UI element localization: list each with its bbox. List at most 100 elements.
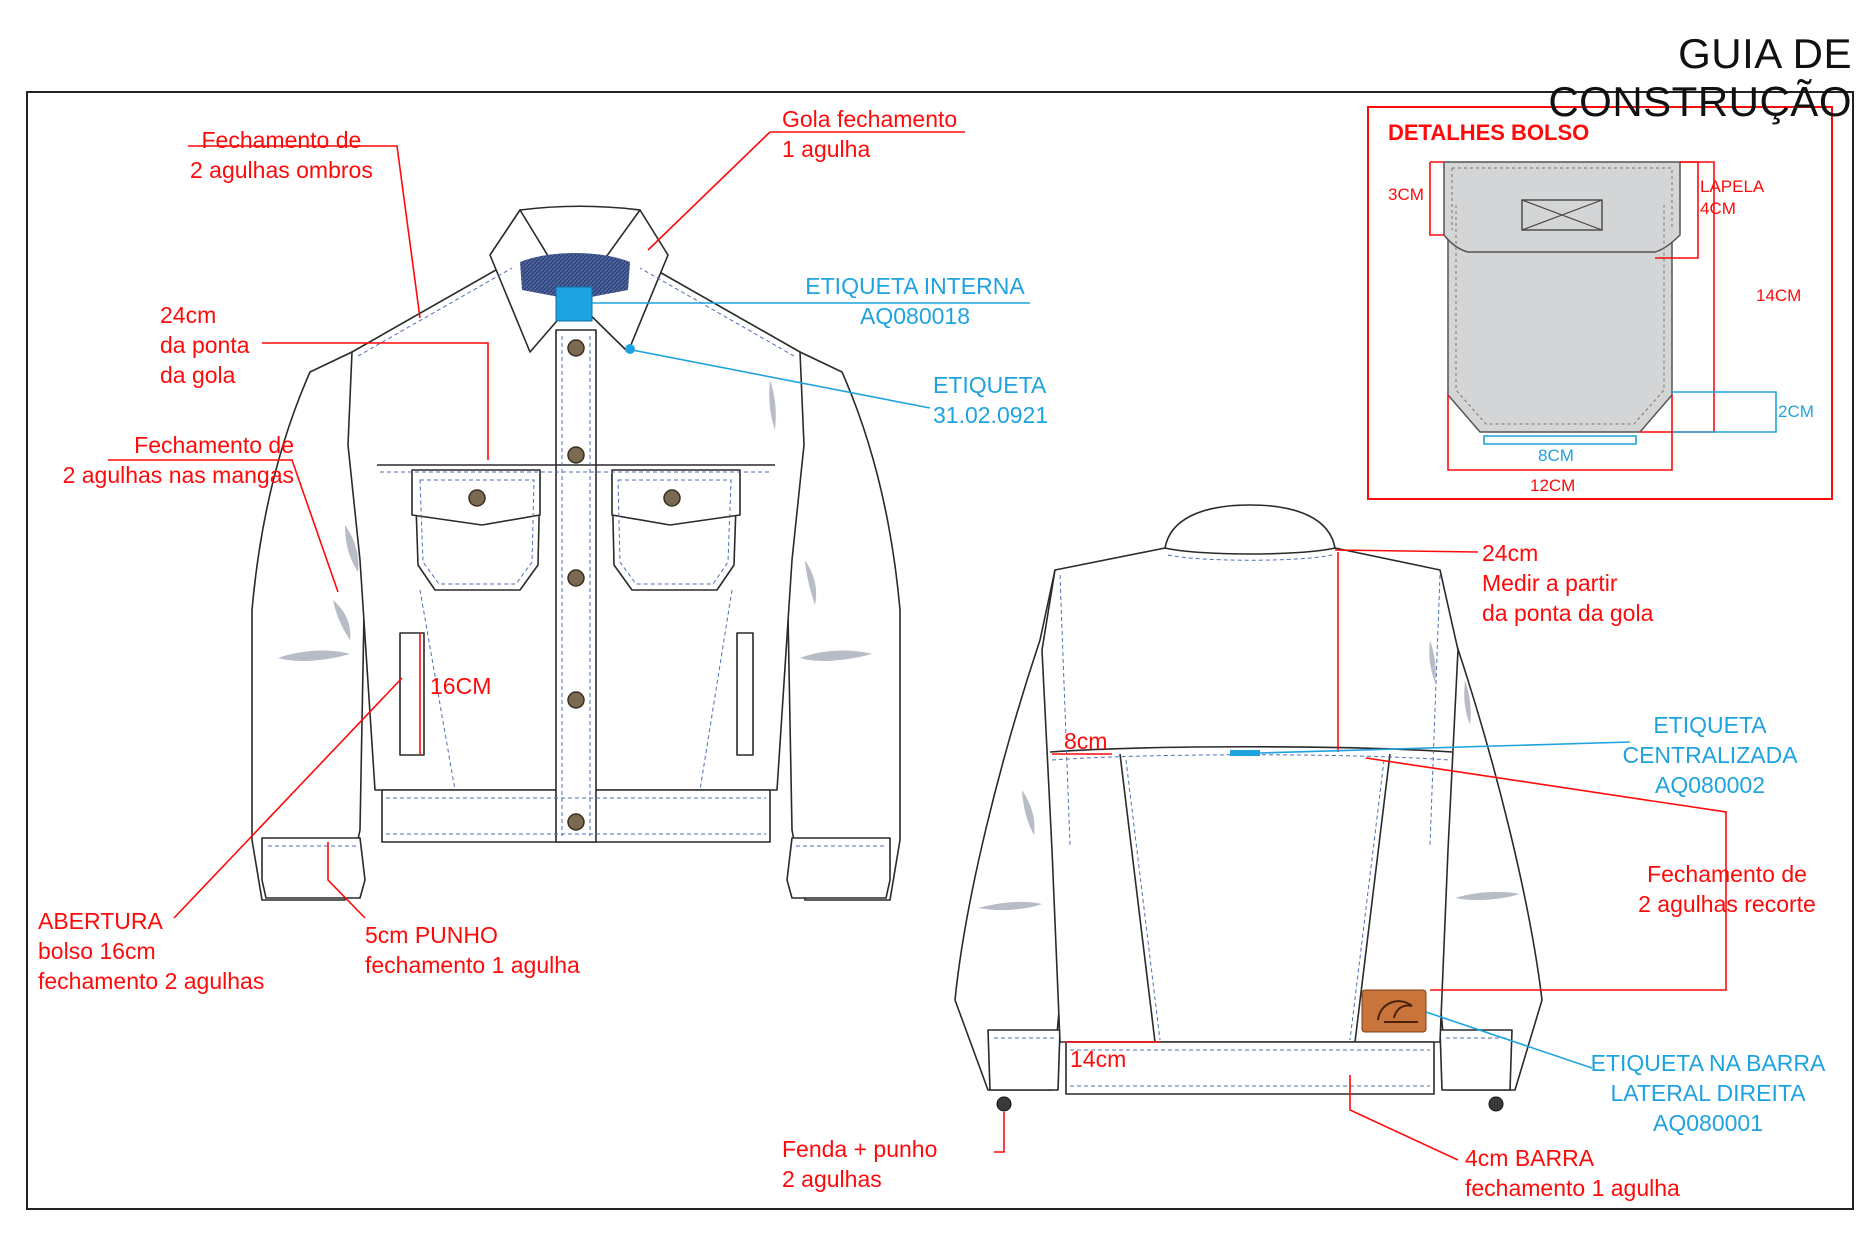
label-line: 24cm bbox=[160, 302, 217, 328]
sleeve-closing-label: Fechamento de 2 agulhas nas mangas bbox=[38, 430, 294, 490]
front-collar-tip-label: 24cm da ponta da gola bbox=[160, 300, 250, 390]
pocket-opening-label: ABERTURA bolso 16cm fechamento 2 agulhas bbox=[38, 906, 264, 996]
yoke-closing-label: Fechamento de 2 agulhas recorte bbox=[1612, 859, 1842, 919]
label-line: 31.02.0921 bbox=[933, 402, 1049, 428]
inner-label-callout: ETIQUETA INTERNA AQ080018 bbox=[795, 271, 1035, 331]
label-line: da gola bbox=[160, 362, 236, 388]
label-line: AQ080018 bbox=[860, 303, 970, 329]
front-collar-denim bbox=[520, 253, 630, 300]
button bbox=[567, 569, 585, 587]
label-line: 24cm bbox=[1482, 540, 1539, 566]
back-yoke-line bbox=[1049, 745, 1453, 753]
front-left-cuff bbox=[261, 837, 366, 899]
label-line: da ponta bbox=[160, 332, 250, 358]
back-collar bbox=[1164, 504, 1336, 555]
pocket-bartack bbox=[1521, 199, 1603, 231]
label-line: da ponta da gola bbox=[1482, 600, 1654, 626]
hem-width-label: 14cm bbox=[1070, 1046, 1127, 1072]
yoke-width-label: 8cm bbox=[1064, 728, 1108, 754]
button bbox=[468, 489, 486, 507]
center-label-callout: ETIQUETA CENTRALIZADA AQ080002 bbox=[1590, 710, 1830, 800]
back-right-cuff bbox=[1439, 1029, 1513, 1091]
label-line: 2 agulhas nas mangas bbox=[62, 462, 294, 488]
inner-label-patch bbox=[555, 286, 593, 322]
label-line: 4CM bbox=[1700, 199, 1736, 218]
cuff-button bbox=[996, 1096, 1012, 1112]
cuff-label: 5cm PUNHO fechamento 1 agulha bbox=[365, 920, 580, 980]
page-title: GUIA DE CONSTRUÇÃO bbox=[1548, 30, 1852, 125]
front-right-sleeve bbox=[776, 351, 901, 901]
back-jacket bbox=[954, 504, 1543, 1095]
hem-label-callout: ETIQUETA NA BARRA LATERAL DIREITA AQ0800… bbox=[1578, 1048, 1838, 1138]
label-line: 2 agulhas ombros bbox=[190, 157, 373, 183]
back-left-sleeve bbox=[954, 569, 1068, 1091]
label-line: Medir a partir bbox=[1482, 570, 1618, 596]
pocket-corner-label: 2CM bbox=[1778, 402, 1814, 421]
shoulder-closing-label: Fechamento de 2 agulhas ombros bbox=[190, 125, 373, 185]
pocket-bottom-label: 8CM bbox=[1538, 446, 1574, 465]
cuff-button bbox=[1488, 1096, 1504, 1112]
back-panel-left bbox=[1119, 753, 1156, 1043]
pocket-flap-left-label: 3CM bbox=[1388, 185, 1424, 204]
label-line: 5cm PUNHO bbox=[365, 922, 498, 948]
label-line: Fenda + punho bbox=[782, 1136, 938, 1162]
center-label-patch bbox=[1230, 750, 1260, 756]
back-body bbox=[1041, 547, 1459, 1043]
pocket-flap bbox=[1443, 161, 1681, 253]
label-line: 2 agulhas recorte bbox=[1638, 891, 1816, 917]
vent-cuff-label: Fenda + punho 2 agulhas bbox=[782, 1134, 937, 1194]
label-line: 2 agulhas bbox=[782, 1166, 882, 1192]
button bbox=[663, 489, 681, 507]
front-right-hand-pocket bbox=[736, 632, 754, 756]
label-line: fechamento 2 agulhas bbox=[38, 968, 265, 994]
front-left-sleeve bbox=[251, 351, 376, 901]
waistband-label: 4cm BARRA fechamento 1 agulha bbox=[1465, 1143, 1680, 1203]
pocket-width-label: 12CM bbox=[1530, 476, 1576, 495]
label-line: fechamento 1 agulha bbox=[365, 952, 580, 978]
label-line: Fechamento de bbox=[1647, 861, 1807, 887]
back-collar-tip-label: 24cm Medir a partir da ponta da gola bbox=[1482, 538, 1653, 628]
label-line: fechamento 1 agulha bbox=[1465, 1175, 1680, 1201]
front-fold-shading bbox=[278, 380, 872, 661]
button bbox=[567, 813, 585, 831]
button bbox=[567, 446, 585, 464]
back-left-cuff bbox=[987, 1029, 1061, 1091]
label-line: AQ080002 bbox=[1655, 772, 1765, 798]
label-line: LATERAL DIREITA bbox=[1610, 1080, 1806, 1106]
button bbox=[567, 691, 585, 709]
pocket-height-label: 14CM bbox=[1756, 286, 1802, 305]
bartack-cross bbox=[1521, 199, 1603, 231]
back-waistband bbox=[1065, 1041, 1435, 1095]
label-line: 1 agulha bbox=[782, 136, 871, 162]
pocket-flap-right-label: LAPELA 4CM bbox=[1700, 176, 1764, 220]
label-line: bolso 16cm bbox=[38, 938, 156, 964]
leader-lines-blue bbox=[592, 302, 1631, 1069]
label-callout: ETIQUETA 31.02.0921 bbox=[933, 370, 1048, 430]
logo-icon bbox=[1377, 1000, 1418, 1023]
leader-lines-red bbox=[108, 131, 1727, 1161]
label-line: Fechamento de bbox=[134, 432, 294, 458]
pocket-dimensions bbox=[1429, 161, 1777, 471]
front-jacket bbox=[251, 205, 901, 901]
pocket-size-label: 16CM bbox=[430, 673, 492, 699]
label-line: AQ080001 bbox=[1653, 1110, 1763, 1136]
collar-closing-label: Gola fechamento 1 agulha bbox=[782, 104, 957, 164]
front-right-cuff bbox=[786, 837, 891, 899]
label-line: Gola fechamento bbox=[782, 106, 958, 132]
pocket-stitching bbox=[1451, 167, 1673, 425]
front-stitching bbox=[268, 267, 884, 847]
pocket-detail-frame bbox=[1367, 106, 1833, 500]
label-line: ETIQUETA INTERNA bbox=[805, 273, 1025, 299]
label-line: Fechamento de bbox=[201, 127, 362, 153]
page-frame bbox=[26, 91, 1854, 1210]
back-buttons bbox=[996, 1096, 1504, 1112]
label-line: ABERTURA bbox=[38, 908, 163, 934]
label-line: ETIQUETA bbox=[1653, 712, 1767, 738]
pocket-detail-title: DETALHES BOLSO bbox=[1388, 120, 1590, 145]
label-marker bbox=[625, 344, 635, 354]
back-panel-right bbox=[1354, 753, 1391, 1043]
leather-patch bbox=[1361, 989, 1427, 1033]
label-line: ETIQUETA bbox=[933, 372, 1047, 398]
label-line: LAPELA bbox=[1700, 177, 1765, 196]
